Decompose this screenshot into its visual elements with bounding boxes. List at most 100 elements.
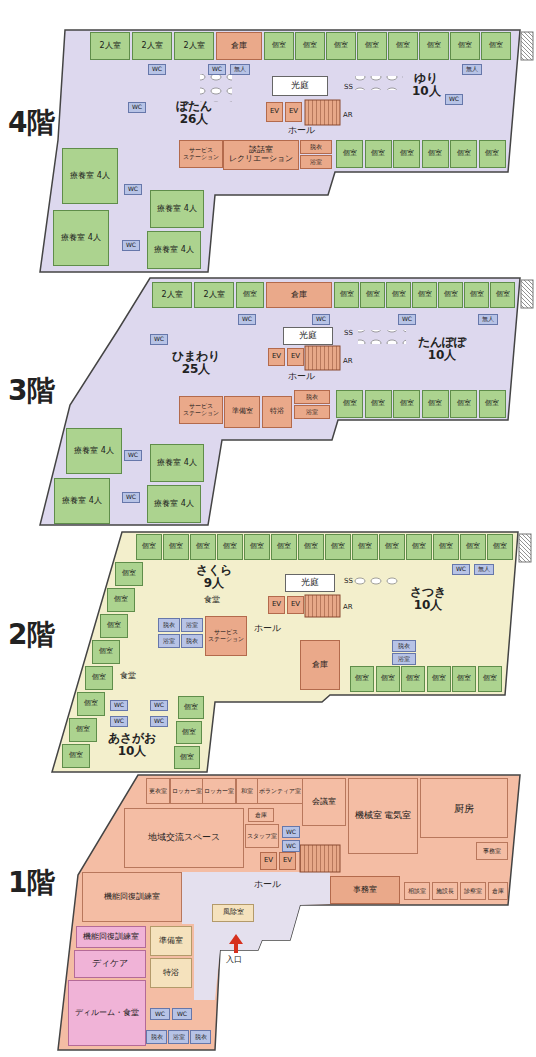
room-box: WC xyxy=(110,700,128,711)
room-name: 個室 xyxy=(343,400,357,408)
room-box: 個室 xyxy=(464,282,489,308)
room-name: 個室 xyxy=(69,752,83,760)
room-name: WC xyxy=(132,104,142,111)
tables xyxy=(352,572,400,586)
room-box: 厨房 xyxy=(420,778,508,838)
room-name: 脱衣 xyxy=(306,394,318,401)
room-name: 準備室 xyxy=(232,408,253,416)
room-name: 個室 xyxy=(427,42,441,50)
room-box: ロッカー室 xyxy=(202,778,236,804)
room-name: 脱衣 xyxy=(151,1034,163,1041)
room-box: 個室 xyxy=(365,140,392,168)
room-box: 個室 xyxy=(298,534,324,560)
room-box: 倉庫 xyxy=(248,808,274,822)
room-name: 個室 xyxy=(304,543,318,551)
room-name: 個室 xyxy=(371,150,385,158)
room-box: WC xyxy=(452,564,470,575)
room-box: WC xyxy=(150,1008,170,1020)
room-box: WC xyxy=(122,240,140,251)
room-name: 特浴 xyxy=(270,408,284,416)
room-box: 個室 xyxy=(264,32,294,60)
room-name: 個室 xyxy=(223,543,237,551)
room-box: 個室 xyxy=(357,32,387,60)
room-box: 浴室 xyxy=(168,1030,189,1044)
room-box: 光庭 xyxy=(285,574,335,592)
area-label: 入口 xyxy=(226,956,242,965)
room-name: 無人 xyxy=(466,66,478,73)
room-box: 倉庫 xyxy=(488,882,508,900)
room-name: 事務室 xyxy=(353,886,377,895)
room-name: 浴室 xyxy=(186,622,198,629)
room-name: 個室 xyxy=(493,543,507,551)
room-box: 個室 xyxy=(450,390,477,418)
room-name: サービス ステーション xyxy=(206,629,246,642)
room-box: 個室 xyxy=(450,140,477,168)
room-box: 2人室 xyxy=(174,32,214,60)
room-name: EV xyxy=(291,601,300,609)
room-name: 個室 xyxy=(182,729,196,737)
room-box: WC xyxy=(124,450,142,461)
room-box: 脱衣 xyxy=(294,390,330,404)
room-name: WC xyxy=(154,718,164,725)
room-name: WC xyxy=(212,66,222,73)
room-box: 2人室 xyxy=(194,282,234,308)
room-name: WC xyxy=(114,718,124,725)
room-box: 談話室 レクリエーション xyxy=(223,140,299,170)
room-name: 無人 xyxy=(478,566,490,573)
room-box: 個室 xyxy=(376,666,400,692)
room-box: WC xyxy=(445,94,463,105)
room-box: EV xyxy=(285,102,302,122)
area-label: ホール xyxy=(288,372,315,382)
room-name: 個室 xyxy=(250,543,264,551)
room-box: 特浴 xyxy=(150,958,192,988)
area-label: ホール xyxy=(254,880,281,890)
room-box: EV xyxy=(268,596,285,614)
room-name: 浴室 xyxy=(173,1034,185,1041)
room-name: WC xyxy=(177,1011,187,1018)
room-name: 倉庫 xyxy=(291,291,307,300)
room-name: 相談室 xyxy=(408,888,426,895)
room-name: WC xyxy=(456,566,466,573)
room-name: WC xyxy=(128,186,138,193)
room-box: 相談室 xyxy=(404,882,430,900)
room-box: 機能回復訓練室 xyxy=(82,872,182,922)
room-name: 更衣室 xyxy=(149,788,167,795)
room-box: WC xyxy=(124,184,142,195)
area-label: 食堂 xyxy=(120,672,136,681)
room-name: 個室 xyxy=(366,291,380,299)
room-name: 個室 xyxy=(400,400,414,408)
room-box: 個室 xyxy=(460,534,486,560)
room-box: 個室 xyxy=(107,588,135,612)
room-box: 脱衣 xyxy=(158,618,180,632)
room-name: 個室 xyxy=(343,150,357,158)
room-box: WC xyxy=(148,64,166,75)
room-name: 光庭 xyxy=(291,81,309,91)
room-box: 2人室 xyxy=(132,32,172,60)
room-name: EV xyxy=(289,108,298,116)
outer-stairs xyxy=(519,534,531,562)
room-name: 個室 xyxy=(470,291,484,299)
area-label: さくら 9人 xyxy=(196,564,232,590)
room-box: 個室 xyxy=(176,721,202,744)
room-box: 和室 xyxy=(236,778,258,804)
room-box: EV xyxy=(279,852,296,870)
room-name: 個室 xyxy=(428,150,442,158)
room-box: 個室 xyxy=(386,282,411,308)
room-name: 個室 xyxy=(122,570,136,578)
room-name: 個室 xyxy=(485,150,499,158)
area-label: ぼたん 26人 xyxy=(176,100,212,126)
room-box: 個室 xyxy=(388,32,418,60)
room-box: 個室 xyxy=(85,666,113,690)
room-box: 2人室 xyxy=(90,32,130,60)
area-label: AR xyxy=(343,112,353,120)
room-box: 療養室 4人 xyxy=(66,428,122,474)
room-name: 個室 xyxy=(277,543,291,551)
room-name: WC xyxy=(154,336,164,343)
room-name: サービス ステーション xyxy=(180,147,222,160)
room-box: ディケア xyxy=(74,950,146,978)
room-name: 療養室 4人 xyxy=(62,497,102,506)
area-label: さつき 10人 xyxy=(410,586,446,612)
room-box: 個室 xyxy=(419,32,449,60)
room-box: 個室 xyxy=(433,534,459,560)
room-name: 療養室 4人 xyxy=(154,500,194,509)
